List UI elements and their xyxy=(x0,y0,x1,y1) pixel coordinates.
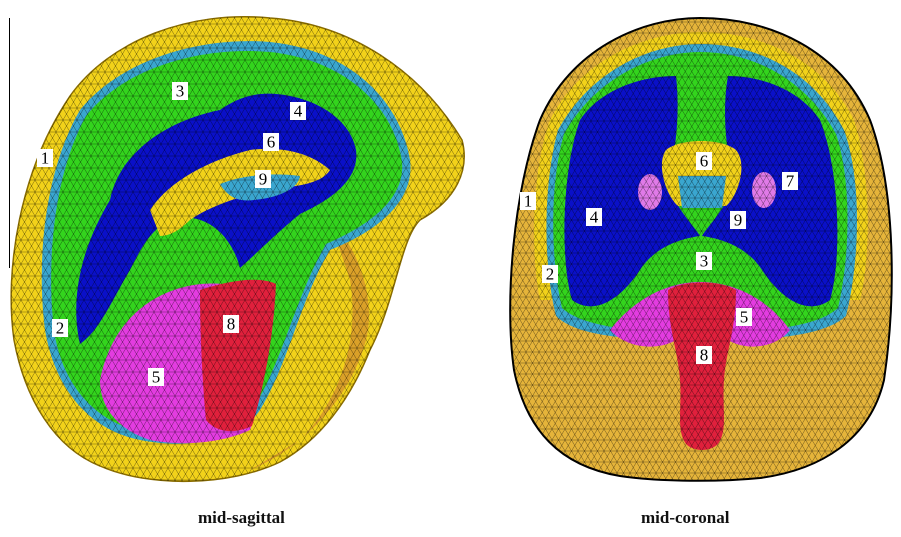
caption-mid-coronal: mid-coronal xyxy=(641,508,729,528)
label-9: 9 xyxy=(255,170,271,189)
svg-text:3: 3 xyxy=(176,82,185,101)
label-6: 6 xyxy=(263,133,279,152)
label-4: 4 xyxy=(586,208,602,227)
label-7: 7 xyxy=(782,172,798,191)
mid-sagittal-panel: 1 2 3 4 5 6 8 9 xyxy=(0,0,470,490)
label-9: 9 xyxy=(730,211,746,230)
label-1: 1 xyxy=(520,192,536,211)
svg-text:2: 2 xyxy=(546,265,555,284)
label-3: 3 xyxy=(172,82,188,101)
svg-text:6: 6 xyxy=(267,133,276,152)
svg-text:6: 6 xyxy=(700,152,709,171)
svg-text:3: 3 xyxy=(700,252,709,271)
svg-text:7: 7 xyxy=(786,172,795,191)
svg-text:9: 9 xyxy=(734,211,743,230)
svg-text:1: 1 xyxy=(41,149,50,168)
mid-coronal-mesh: 1 2 3 4 5 6 7 8 9 xyxy=(500,0,901,490)
svg-text:1: 1 xyxy=(524,192,533,211)
label-8: 8 xyxy=(696,346,712,365)
mid-coronal-panel: 1 2 3 4 5 6 7 8 9 xyxy=(500,0,901,490)
svg-text:9: 9 xyxy=(259,170,268,189)
svg-text:2: 2 xyxy=(56,319,65,338)
label-5: 5 xyxy=(736,308,752,327)
mid-sagittal-mesh: 1 2 3 4 5 6 8 9 xyxy=(0,0,470,490)
caption-mid-sagittal: mid-sagittal xyxy=(198,508,285,528)
label-6: 6 xyxy=(696,152,712,171)
svg-text:4: 4 xyxy=(590,208,599,227)
svg-text:5: 5 xyxy=(152,368,161,387)
label-8: 8 xyxy=(223,315,239,334)
svg-text:5: 5 xyxy=(740,308,749,327)
label-2: 2 xyxy=(52,319,68,338)
label-2: 2 xyxy=(542,265,558,284)
label-4: 4 xyxy=(290,102,306,121)
svg-text:8: 8 xyxy=(700,346,709,365)
svg-text:8: 8 xyxy=(227,315,236,334)
label-3: 3 xyxy=(696,252,712,271)
label-1: 1 xyxy=(37,149,53,168)
label-5: 5 xyxy=(148,368,164,387)
svg-text:4: 4 xyxy=(294,102,303,121)
